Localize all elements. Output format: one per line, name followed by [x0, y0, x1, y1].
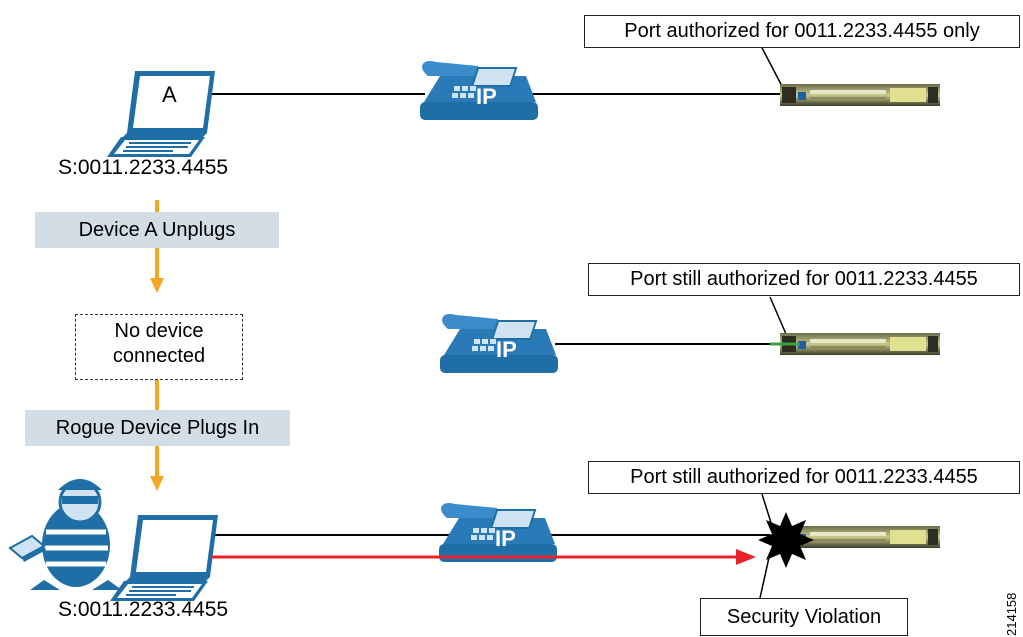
callout-port-authorized: Port authorized for 0011.2233.4455 only [584, 15, 1020, 48]
phone-label-2: IP [496, 337, 517, 362]
flow-arrow-2-head [150, 278, 164, 293]
laptop-icon-rogue [110, 515, 218, 601]
rogue-thief-icon [8, 479, 122, 590]
callout-leader-3 [761, 493, 773, 527]
figure-number: 214158 [1004, 592, 1019, 636]
step-device-unplugs: Device A Unplugs [35, 212, 279, 248]
flow-arrow-4-head [150, 476, 164, 491]
callout-security-violation: Security Violation [700, 598, 908, 636]
step-no-device: No device connected [75, 314, 243, 380]
step-rogue-plugs-in: Rogue Device Plugs In [25, 410, 290, 446]
callout-port-still-authorized-2: Port still authorized for 0011.2233.4455 [588, 461, 1020, 494]
phone-label-3: IP [495, 526, 516, 551]
laptop-a-mac-label: S:0011.2233.4455 [58, 156, 229, 179]
violation-arrowhead [736, 549, 756, 565]
violation-burst-icon [758, 512, 814, 568]
callout-leader-violation [759, 552, 771, 599]
callout-leader-2 [769, 296, 787, 335]
callout-leader-1 [759, 43, 784, 89]
rogue-mac-label: S:0011.2233.4455 [58, 598, 229, 621]
step-no-device-label: No device connected [112, 320, 206, 367]
laptop-a-screen-label: A [162, 82, 177, 107]
switch-icon-2 [780, 333, 940, 355]
callout-port-still-authorized-1: Port still authorized for 0011.2233.4455 [588, 263, 1020, 296]
switch-icon-1 [780, 84, 940, 106]
laptop-icon-a [107, 71, 215, 157]
phone-label-1: IP [476, 84, 497, 109]
